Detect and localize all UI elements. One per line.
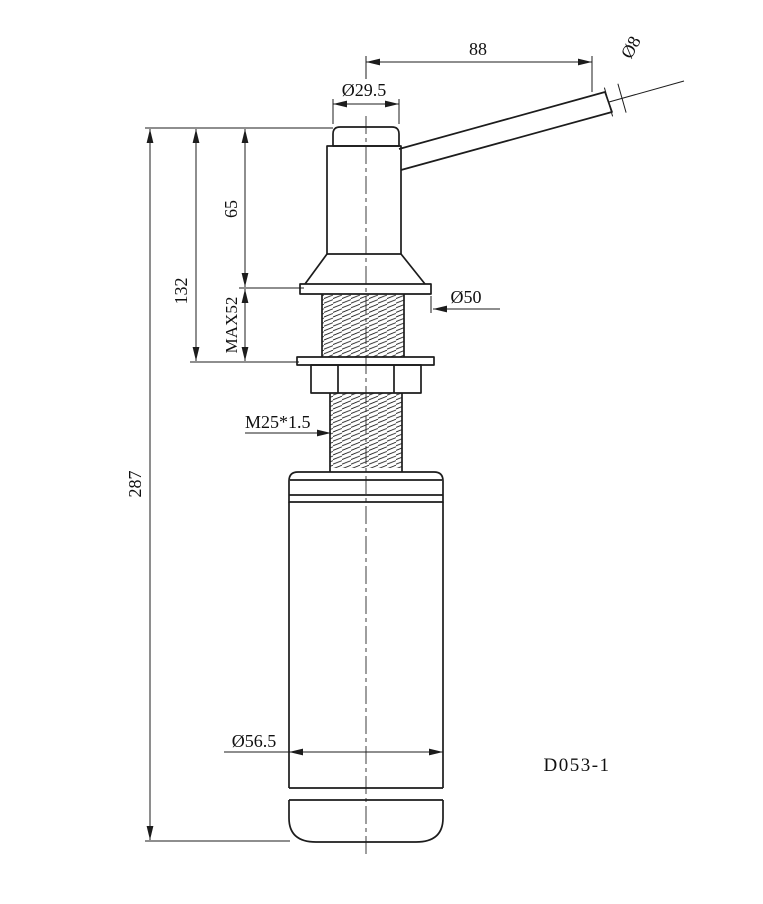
dim-label-spout-tip-diameter: Ø8 — [617, 33, 645, 62]
dim-label-flange-diameter: Ø50 — [451, 287, 482, 307]
dim-label-head-height: 65 — [221, 200, 241, 218]
pump-head-cap — [332, 126, 400, 147]
bottle-shoulder — [288, 471, 444, 503]
dim-label-max-counter-thickness: MAX52 — [222, 297, 241, 354]
bottle-bottom-rings — [289, 787, 443, 801]
spout-tip-leader — [608, 80, 685, 103]
dim-label-spout-length: 88 — [469, 39, 487, 59]
bottle-bottom — [288, 800, 444, 843]
thread-upper-hatch — [322, 294, 404, 357]
dim-label-total-height: 287 — [125, 471, 145, 498]
dim-label-above-counter-height: 132 — [171, 278, 191, 305]
part-number: D053-1 — [543, 755, 610, 776]
base-cone — [304, 253, 426, 285]
locknut-washer — [296, 356, 435, 366]
dim-label-thread-spec: M25*1.5 — [245, 412, 311, 432]
dim-label-bottle-diameter: Ø56.5 — [232, 731, 277, 751]
locknut — [310, 364, 422, 394]
pump-head-body — [326, 145, 402, 255]
spout — [398, 91, 613, 171]
thread-upper-sides — [321, 294, 405, 357]
dim-label-head-diameter: Ø29.5 — [342, 80, 387, 100]
locknut-facets — [337, 365, 395, 393]
soap-dispenser-outline — [288, 91, 613, 843]
bottle-body — [288, 502, 444, 788]
bottle-shoulder-ribs — [289, 479, 443, 496]
dimension-lines — [146, 58, 685, 840]
thread-lower-hatch — [330, 393, 402, 468]
flange-plate — [299, 283, 432, 295]
